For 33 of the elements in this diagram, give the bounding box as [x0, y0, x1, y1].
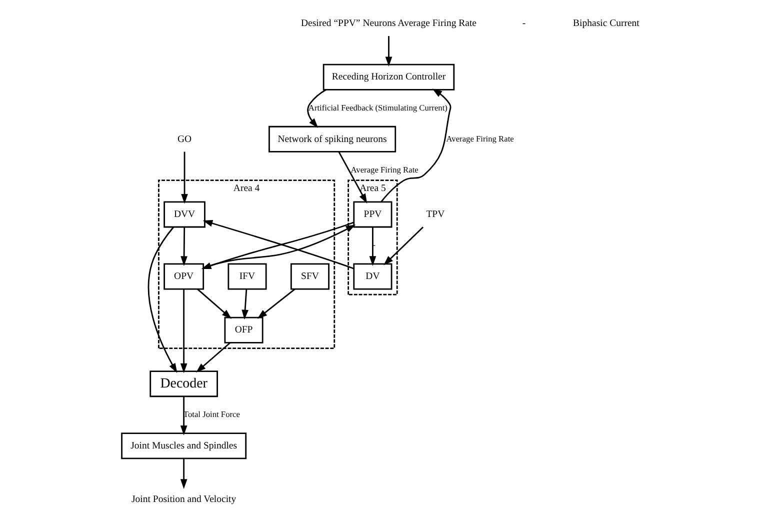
arrow — [306, 89, 326, 128]
arrow — [256, 288, 295, 319]
arrow — [241, 289, 248, 320]
node-box: OPV — [163, 263, 204, 290]
node-text: Desired “PPV” Neurons Average Firing Rate — [300, 18, 476, 30]
arrow — [180, 289, 187, 374]
arrow — [180, 227, 187, 266]
node-box: OFP — [224, 316, 263, 344]
arrow — [147, 226, 177, 374]
arrow — [338, 151, 367, 204]
arrow — [196, 342, 230, 373]
arrow — [384, 36, 392, 67]
arrow — [196, 288, 232, 319]
node-box: SFV — [290, 263, 329, 290]
node-box: Joint Muscles and Spindles — [120, 432, 246, 460]
node-box: DV — [352, 263, 392, 290]
node-text: Joint Position and Velocity — [131, 494, 236, 506]
arrow — [180, 152, 188, 204]
node-text: GO — [176, 134, 192, 145]
arrow — [368, 227, 376, 266]
label: - — [522, 18, 526, 30]
arrow — [383, 226, 424, 266]
arrow — [180, 458, 187, 489]
node-box: Decoder — [149, 370, 218, 398]
node-box: DVV — [163, 201, 205, 228]
node-text: TPV — [426, 209, 444, 220]
node-box: PPV — [352, 201, 392, 228]
node-box: Network of spiking neurons — [268, 126, 396, 152]
node-box: IFV — [227, 263, 266, 290]
node-box: Receding Horizon Controller — [322, 64, 454, 90]
label: Biphasic Current — [572, 18, 639, 30]
arrow — [380, 88, 451, 202]
arrow — [180, 396, 187, 436]
